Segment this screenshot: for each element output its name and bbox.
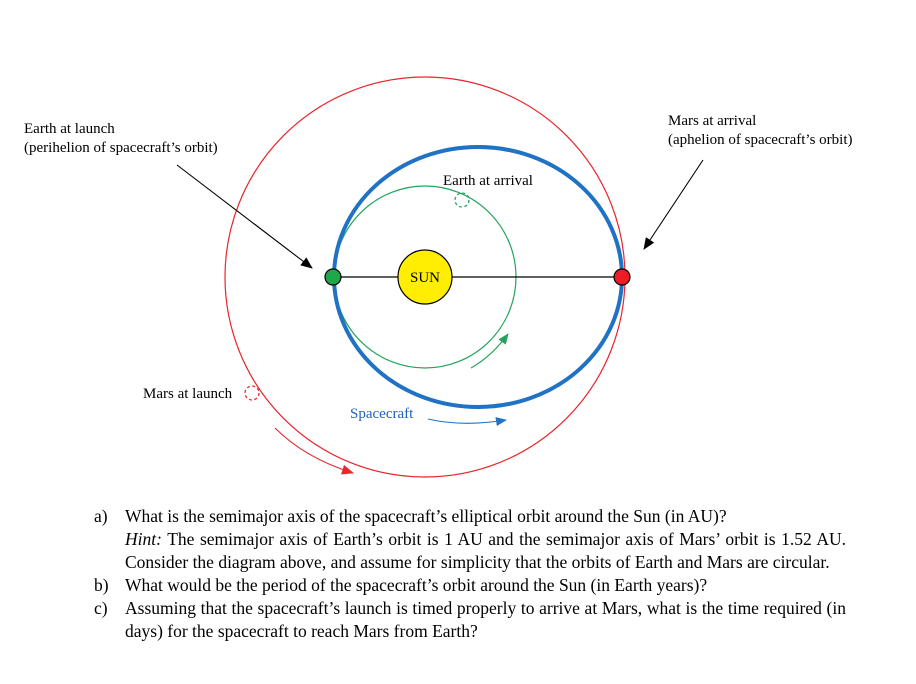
mars-motion-arrow bbox=[274, 427, 354, 475]
mars-launch-label: Mars at launch bbox=[143, 386, 233, 402]
earth-launch-marker bbox=[324, 268, 342, 286]
hint-label: Hint: bbox=[125, 529, 162, 549]
question-letter: b) bbox=[94, 575, 109, 595]
question-body: What would be the period of the spacecra… bbox=[125, 574, 846, 597]
sun bbox=[397, 249, 453, 305]
earth-launch-pointer bbox=[176, 164, 313, 269]
questions-list: a) What is the semimajor axis of the spa… bbox=[94, 505, 846, 643]
question-letter: c) bbox=[94, 598, 108, 618]
spacecraft-motion-arrow bbox=[427, 417, 507, 427]
sun-label: SUN bbox=[410, 270, 440, 286]
mars-arrival-marker bbox=[613, 268, 631, 286]
question-b: b) What would be the period of the space… bbox=[94, 574, 846, 597]
question-a: a) What is the semimajor axis of the spa… bbox=[94, 505, 846, 574]
mars-arrival-pointer bbox=[643, 159, 704, 250]
mars-launch-marker bbox=[244, 385, 260, 401]
question-letter: a) bbox=[94, 506, 108, 526]
earth-launch-label: Earth at launch bbox=[24, 121, 115, 137]
mars-arrival-sublabel: (aphelion of spacecraft’s orbit) bbox=[668, 132, 853, 148]
earth-arrival-label: Earth at arrival bbox=[443, 173, 533, 189]
earth-launch-sublabel: (perihelion of spacecraft’s orbit) bbox=[24, 140, 218, 156]
mars-arrival-label: Mars at arrival bbox=[668, 113, 756, 129]
question-text: What is the semimajor axis of the spacec… bbox=[125, 506, 727, 526]
hint-text: The semimajor axis of Earth’s orbit is 1… bbox=[125, 529, 846, 572]
spacecraft-label: Spacecraft bbox=[350, 406, 414, 422]
question-text: What would be the period of the spacecra… bbox=[125, 575, 708, 595]
orbit-diagram: SUN Earth at launch (perihelion of space… bbox=[24, 76, 853, 478]
question-body: What is the semimajor axis of the spacec… bbox=[125, 505, 846, 574]
earth-arrival-marker bbox=[454, 192, 470, 208]
question-body: Assuming that the spacecraft’s launch is… bbox=[125, 597, 846, 643]
question-text: Assuming that the spacecraft’s launch is… bbox=[125, 598, 846, 641]
earth-motion-arrow bbox=[470, 333, 509, 369]
question-c: c) Assuming that the spacecraft’s launch… bbox=[94, 597, 846, 643]
